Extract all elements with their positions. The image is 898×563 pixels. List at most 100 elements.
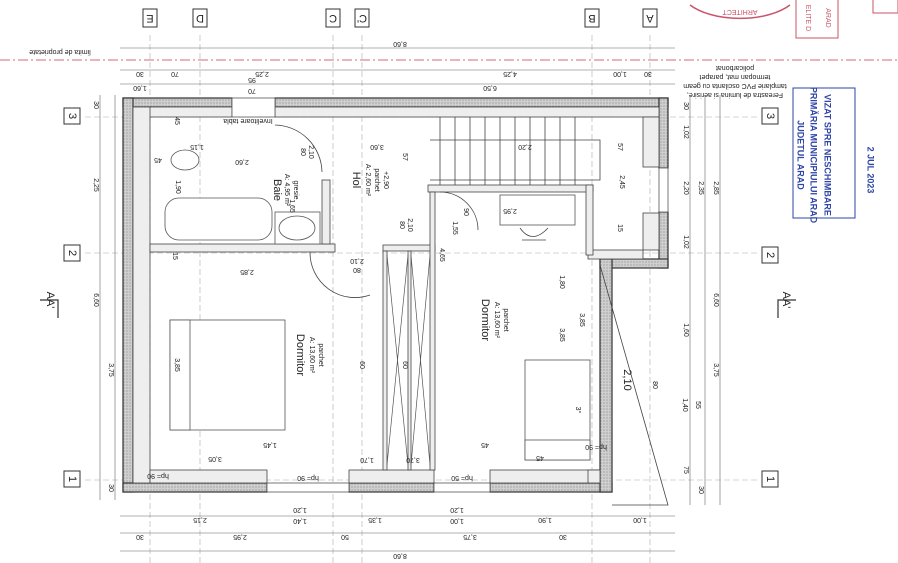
axis-label-right-1: 1 — [764, 476, 776, 482]
plan-label: A: 13,60 m² — [308, 337, 315, 374]
plan-label: 1,60 — [682, 323, 689, 337]
dimension-lines — [99, 47, 721, 552]
plan-label: 30 — [682, 102, 689, 110]
plan-label: 3,60 — [370, 143, 384, 150]
plan-label: 80 — [398, 221, 405, 229]
plan-label: 2,35 — [697, 181, 704, 195]
plan-label: 15 — [171, 252, 178, 260]
room-dormitor-right: Dormitor A: 13,60 m² parchet — [479, 299, 509, 342]
plan-label: 2,10 — [406, 218, 413, 232]
plan-label: 2,95 — [503, 207, 517, 214]
plan-label: 1,15 — [190, 143, 204, 150]
axis-label-left-2: 2 — [66, 250, 78, 256]
plan-label: 30 — [107, 484, 114, 492]
plan-label: 60 — [401, 361, 408, 369]
blue-approval-stamp: JUDETUL ARAD PRIMĂRIA MUNICIPIULUI ARAD … — [792, 87, 876, 224]
plan-label: 1,40 — [293, 517, 307, 524]
red-stamp: ARHITECT ELITE D ARAD — [689, 0, 898, 39]
plan-label: 57 — [616, 143, 623, 151]
plan-label: 1,80 — [558, 275, 565, 289]
plan-label: 2,25 — [255, 70, 269, 77]
axis-label-c-prime: C' — [357, 12, 367, 24]
plan-label: 1,55 — [451, 221, 458, 235]
plan-label: 1,60 — [133, 84, 147, 91]
plan-label: 1,90 — [174, 180, 181, 194]
plan-label: 1,02 — [682, 125, 689, 139]
plan-label: 2,15 — [193, 516, 207, 523]
window-note: Fereastra de lumina si aerisire, tamplar… — [683, 64, 787, 98]
plan-label: 45 — [173, 117, 180, 125]
plan-label: Dormitor — [294, 334, 306, 377]
plan-label: 1,45 — [263, 441, 277, 448]
plan-label: 2,60 — [235, 158, 249, 165]
plan-label: 3,75 — [463, 533, 477, 540]
fixtures — [164, 124, 591, 461]
plan-label: 1,70 — [360, 456, 374, 463]
plan-label: 57 — [401, 153, 408, 161]
plan-label: 50 — [341, 533, 349, 540]
plan-label: 1,20 — [293, 506, 307, 513]
plan-label: Invelitoare tabla — [223, 117, 273, 124]
dims-left: 302,25 6,603,75 30 — [92, 101, 114, 492]
plan-label: hp= 90 — [585, 443, 607, 450]
plan-label: hp= 50 — [451, 474, 473, 481]
plan-label: ARAD — [824, 8, 831, 27]
plan-label: 1,35 — [368, 516, 382, 523]
plan-label: 6,50 — [483, 84, 497, 91]
plan-label: 2 JUL 2023 — [866, 147, 876, 194]
axis-label-left-1: 1 — [66, 476, 78, 482]
plan-label: Hol — [350, 172, 362, 189]
plan-label: parchet — [317, 343, 324, 366]
room-dormitor-left: Dormitor A: 13,60 m² parchet — [294, 334, 324, 377]
plan-label: 80 — [353, 266, 361, 273]
axis-label-right-2: 2 — [764, 252, 776, 258]
room-baie: Baie A: 4,95 m² gresie — [271, 174, 299, 207]
plan-label: 45 — [154, 156, 162, 163]
plan-label: 3,85 — [578, 313, 585, 327]
plan-label: 55 — [694, 401, 701, 409]
plan-label: gresie — [292, 180, 299, 199]
plan-label: 90 — [462, 208, 469, 216]
staircase — [430, 117, 669, 506]
plan-label: 3,85 — [173, 358, 180, 372]
plan-label: 1,20 — [450, 506, 464, 513]
plan-label: 2,85 — [712, 181, 719, 195]
plan-label: 2,20 — [682, 181, 689, 195]
property-limit-label: limita de proprietate — [29, 48, 91, 55]
plan-label: 3,75 — [712, 363, 719, 377]
plan-label: 6,60 — [712, 293, 719, 307]
plan-label: policarbonat — [716, 64, 754, 71]
plan-label: Dormitor — [479, 299, 491, 342]
wardrobes — [386, 254, 431, 466]
plan-label: A: 2,60 m² — [364, 164, 371, 197]
plan-label: 1,02 — [682, 235, 689, 249]
plan-label: 1,00 — [613, 70, 627, 77]
plan-label: 2,20 — [518, 143, 532, 150]
plan-label: tamplarie PVC oscilanta cu geam — [683, 82, 787, 89]
plan-label: 2,85 — [240, 268, 254, 275]
exterior-walls — [122, 97, 669, 493]
plan-label: Baie — [271, 179, 283, 201]
section-mark-right: AA' — [780, 292, 792, 309]
door-swings — [274, 124, 479, 298]
plan-label: 80 — [651, 381, 658, 389]
plan-label: JUDETUL ARAD — [796, 120, 806, 190]
desk-icon — [499, 194, 576, 226]
plan-label: 4,25 — [503, 70, 517, 77]
plan-label: 3,85 — [558, 328, 565, 342]
plan-label: 75 — [682, 466, 689, 474]
plan-label: 30 — [92, 101, 99, 109]
plan-label: 1,00 — [450, 517, 464, 524]
plan-label: 8,60 — [393, 552, 407, 559]
plan-label: 95 — [248, 76, 256, 83]
plan-label: 45 — [481, 441, 489, 448]
plan-label: 70 — [248, 87, 256, 94]
plan-label: 4,65 — [438, 248, 445, 262]
plan-label: hp= 90 — [297, 474, 319, 481]
room-hol: Hol A: 2,60 m² parchet +2,90 — [350, 164, 389, 197]
plan-label: termopan mat, parapet — [700, 73, 771, 80]
